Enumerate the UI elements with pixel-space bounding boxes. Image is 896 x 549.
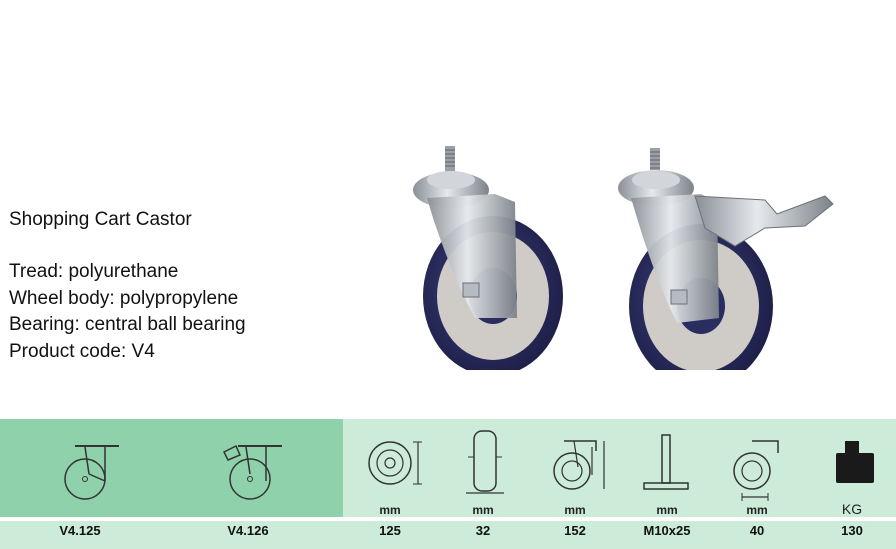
spec-product-code: Product code: V4 — [9, 340, 155, 362]
value-height: 152 — [564, 523, 586, 538]
spec-tread: Tread: polyurethane — [9, 261, 179, 282]
thread-stem-icon — [643, 434, 689, 490]
unit-thread: mm — [656, 503, 678, 517]
value-offset: 40 — [749, 523, 765, 538]
spec-bearing: Bearing: central ball bearing — [9, 314, 246, 335]
unit-load: KG — [841, 501, 863, 517]
castor-photos — [413, 146, 834, 370]
product-info: Shopping Cart Castor Tread: polyurethane… — [9, 206, 246, 365]
product-title: Shopping Cart Castor — [9, 209, 192, 230]
value-width: 32 — [475, 523, 491, 538]
swivel-castor-icon — [64, 445, 119, 500]
code-swivel: V4.125 — [59, 523, 101, 538]
value-load: 130 — [841, 523, 863, 538]
offset-icon — [733, 440, 779, 501]
code-brake: V4.126 — [227, 523, 269, 538]
dimension-header — [343, 419, 896, 517]
swivel-castor-photo — [413, 146, 563, 370]
value-diameter: 125 — [379, 523, 401, 538]
unit-width: mm — [472, 503, 494, 517]
spec-table: mm mm mm mm mm KG V4.125 V4.126 125 32 1… — [0, 419, 896, 549]
code-header — [0, 419, 343, 517]
unit-diameter: mm — [379, 503, 401, 517]
value-row — [0, 521, 896, 549]
spec-list: Tread: polyurethane Wheel body: polyprop… — [9, 259, 246, 365]
brake-castor-photo — [618, 148, 834, 370]
spec-wheel-body: Wheel body: polypropylene — [9, 287, 239, 309]
row-separator — [0, 517, 896, 521]
brake-castor-icon — [222, 444, 282, 500]
unit-height: mm — [564, 503, 586, 517]
value-thread: M10x25 — [643, 523, 691, 538]
overall-height-icon — [553, 440, 605, 490]
load-capacity-icon — [836, 441, 874, 483]
wheel-width-icon — [466, 430, 504, 494]
unit-offset: mm — [746, 503, 768, 517]
wheel-diameter-icon — [368, 441, 422, 485]
